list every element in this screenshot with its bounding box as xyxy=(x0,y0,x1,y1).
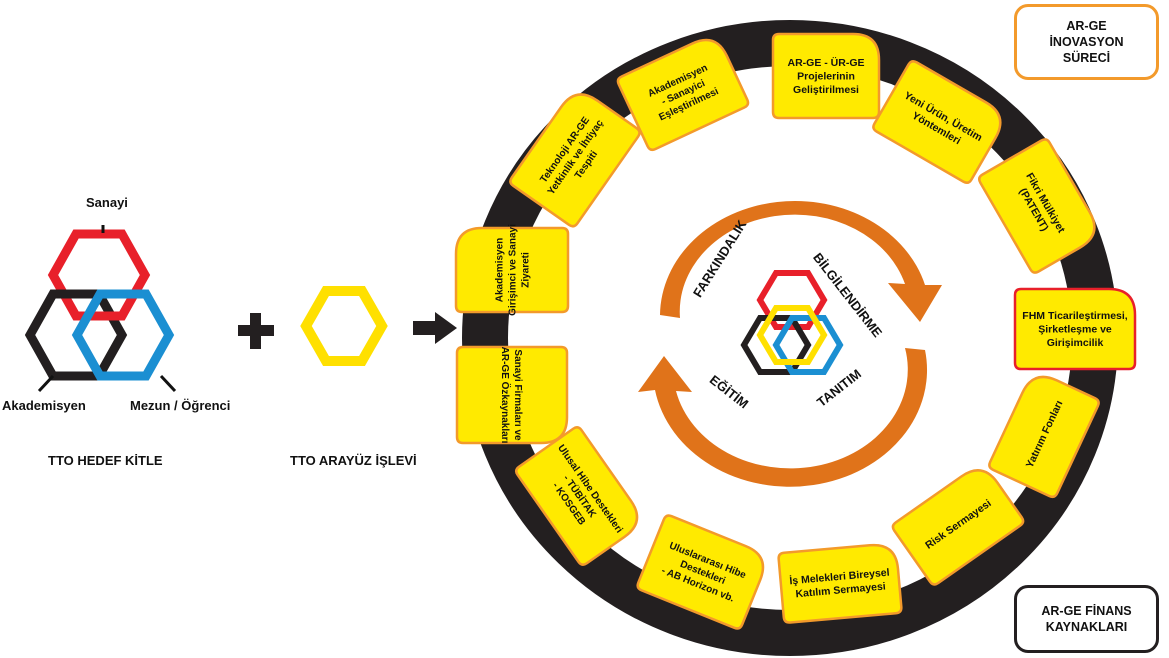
innovation-process-box: AR-GE İNOVASYON SÜRECİ xyxy=(1014,4,1159,80)
interface-hexagon xyxy=(300,286,388,366)
interface-caption: TTO ARAYÜZ İŞLEVİ xyxy=(290,453,417,468)
ring-step-text: Ziyareti xyxy=(521,252,532,288)
ring-step-box xyxy=(988,375,1100,499)
ring-step-box xyxy=(771,32,881,120)
center-cycle xyxy=(638,200,942,487)
academic-label: Akademisyen xyxy=(2,398,86,413)
innovation-line-3: SÜRECİ xyxy=(1062,51,1111,65)
innovation-line-2: İNOVASYON xyxy=(1049,35,1124,49)
ring-step-text: FHM Ticarileştirmesi, xyxy=(1022,310,1128,322)
audience-caption: TTO HEDEF KİTLE xyxy=(48,453,163,468)
ring-step-box xyxy=(636,514,765,630)
ring-step-box xyxy=(455,345,569,445)
ring-step-text: Sanayi Firmaları ve xyxy=(512,349,523,441)
industry-label: Sanayi xyxy=(86,195,128,210)
graduate-hexagon xyxy=(71,289,175,381)
ring-step-box xyxy=(514,426,639,566)
ring-step-text: Projelerinin xyxy=(797,71,855,83)
center-blue-hexagon xyxy=(772,315,844,375)
ring-step-fhm: FHM Ticarileştirmesi, Şirketleşme veGiriş… xyxy=(1013,287,1137,371)
academic-pointer xyxy=(37,374,55,393)
ring-step-text: Girişimci ve Sanayi xyxy=(508,224,519,316)
ring-step-text: Girişimcilik xyxy=(1047,337,1104,349)
arrow-right-icon xyxy=(413,312,457,344)
finance-line-1: AR-GE FİNANS xyxy=(1041,604,1132,618)
ring-step-risk: Risk Sermayesi xyxy=(891,469,1025,586)
cycle-arrow-bottom xyxy=(638,348,928,487)
ring-step-text: Akademisyen xyxy=(495,238,506,302)
ring-step-box xyxy=(616,38,750,151)
ring-step-box xyxy=(978,138,1096,274)
ring-step-text: Şirketleşme ve xyxy=(1038,324,1112,336)
ring-step-text: AR-GE - ÜR-GE xyxy=(788,56,865,69)
ring-step-text: Geliştirilmesi xyxy=(793,84,859,96)
finance-sources-box: AR-GE FİNANS KAYNAKLARI xyxy=(1014,585,1159,653)
ring-step-box xyxy=(454,226,570,314)
finance-line-2: KAYNAKLARI xyxy=(1045,620,1128,634)
center-yellow-hexagon xyxy=(756,305,828,365)
ring-step-invest: Yatırım Fonları xyxy=(988,375,1100,499)
cycle-arrow-top xyxy=(660,200,942,322)
plus-icon xyxy=(238,313,274,349)
ring-step-box xyxy=(872,60,1002,184)
ring-step-box xyxy=(509,93,641,228)
center-logo xyxy=(740,270,844,375)
ring-step-ip: Fikri Mülkiyet(PATENT) xyxy=(978,138,1096,274)
ring-step-box xyxy=(891,469,1025,586)
ring-step-text: AR-GE Özkaynakları xyxy=(499,347,512,444)
innovation-line-1: AR-GE xyxy=(1066,19,1107,33)
ring-step-box xyxy=(777,543,903,624)
graduate-label: Mezun / Öğrenci xyxy=(130,398,231,413)
ring-step-box xyxy=(1013,287,1137,371)
audience-hexagons xyxy=(25,225,177,393)
center-red-hexagon xyxy=(756,270,828,330)
graduate-pointer xyxy=(159,374,177,393)
ring-step-national: Ulusal Hibe Destekleri- TÜBİTAK- KOSGEB xyxy=(514,426,639,566)
